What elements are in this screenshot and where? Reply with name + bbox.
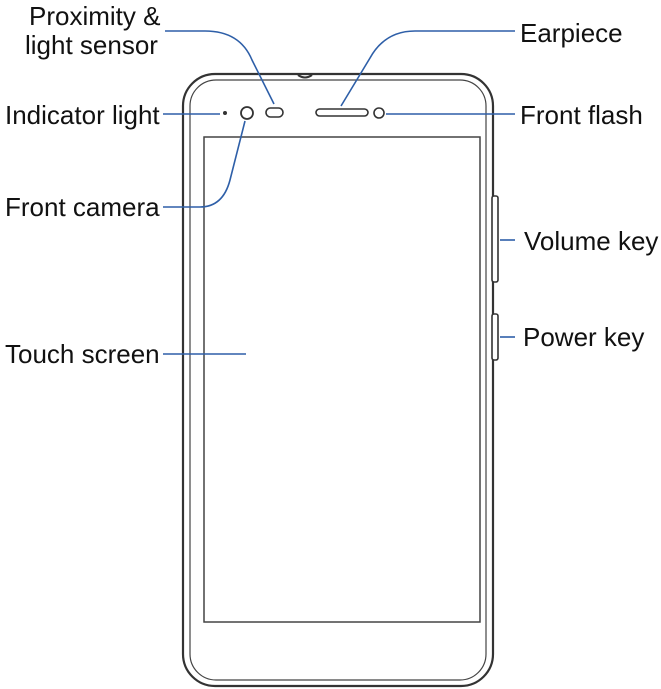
label-front-camera: Front camera	[5, 192, 160, 222]
front-camera-circle	[240, 106, 254, 120]
leader-earpiece	[340, 30, 515, 107]
leader-proximity	[165, 30, 275, 105]
indicator-light-dot	[223, 111, 227, 115]
label-proximity-line2: light sensor	[25, 30, 158, 60]
proximity-sensor-shape	[265, 107, 284, 118]
volume-key-shape	[491, 195, 499, 283]
front-flash-circle	[373, 107, 385, 119]
phone-body-inner	[189, 79, 487, 681]
label-volume-key: Volume key	[524, 226, 659, 256]
touch-screen-area	[203, 136, 481, 623]
label-power-key: Power key	[523, 322, 645, 352]
leader-front-camera	[163, 120, 246, 208]
label-indicator-light: Indicator light	[5, 100, 160, 130]
power-key-shape	[491, 313, 499, 361]
top-notch	[297, 74, 313, 79]
label-touch-screen: Touch screen	[5, 339, 160, 369]
label-front-flash: Front flash	[520, 100, 643, 130]
label-proximity-line1: Proximity &	[29, 1, 161, 31]
earpiece-shape	[315, 108, 369, 117]
label-earpiece: Earpiece	[520, 18, 623, 48]
